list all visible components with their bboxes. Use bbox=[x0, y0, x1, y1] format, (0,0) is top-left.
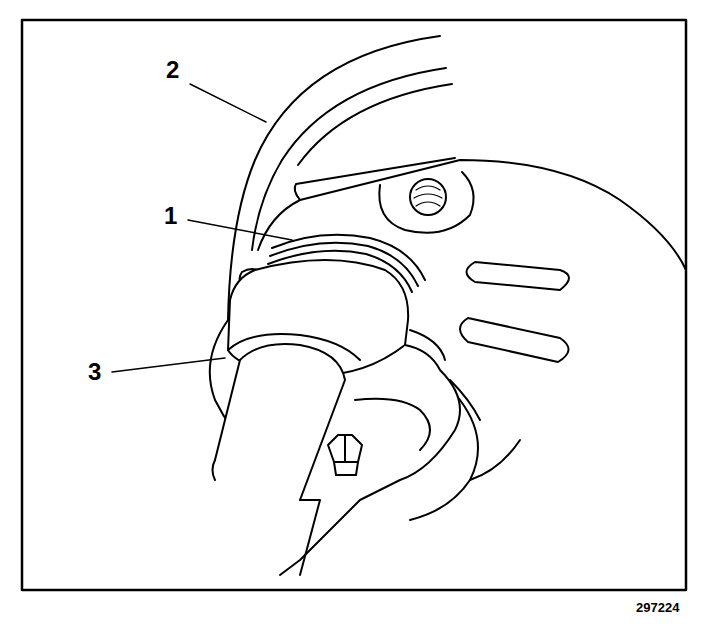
backing-plate bbox=[210, 158, 686, 520]
callout-number: 1 bbox=[164, 204, 177, 228]
callout-number: 2 bbox=[166, 58, 179, 82]
seal-installer-tool bbox=[213, 260, 461, 575]
callout-number: 3 bbox=[88, 360, 101, 384]
figure-number: 297224 bbox=[636, 601, 679, 614]
leader-lines bbox=[112, 84, 292, 372]
figure-frame bbox=[22, 20, 686, 590]
